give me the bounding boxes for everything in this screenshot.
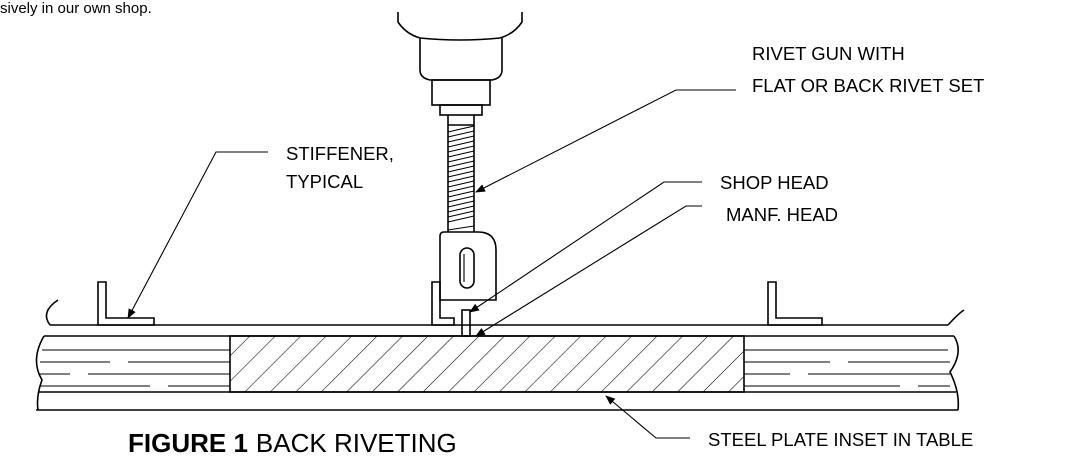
rivet-gun-collar: [439, 104, 483, 116]
break-line-right: [949, 335, 960, 411]
manf-head-leader: [475, 205, 702, 337]
table-assembly: [35, 299, 965, 411]
break-line-left: [35, 335, 45, 411]
stiffeners: [97, 281, 823, 326]
figure-name: BACK RIVETING: [256, 428, 457, 456]
break-line-left-top: [45, 299, 59, 326]
stiffener-right: [767, 281, 823, 326]
rivet-gun-neck: [447, 115, 475, 126]
rivet-set-slot: [459, 247, 475, 289]
stiffener-leader: [127, 151, 268, 319]
label-steel-plate: STEEL PLATE INSET IN TABLE: [708, 429, 973, 450]
shop-head-leader: [469, 181, 702, 313]
steel-plate-leader: [605, 395, 690, 439]
rivet-gun-spring: [447, 125, 475, 232]
intro-text: sively in our own shop.: [0, 0, 152, 17]
figure-number: FIGURE 1: [128, 428, 248, 456]
label-stiffener-2: TYPICAL: [286, 171, 363, 192]
stiffener-left: [97, 281, 155, 326]
label-shop-head: SHOP HEAD: [720, 172, 829, 193]
rivet-gun-leader: [475, 89, 736, 193]
rivet-gun-body: [419, 38, 503, 81]
leader-lines: [127, 89, 736, 439]
rivet: [461, 309, 471, 337]
label-rivet-gun-2: FLAT OR BACK RIVET SET: [752, 75, 984, 96]
table-wood-left: [40, 349, 230, 387]
rivet-shank: [461, 309, 471, 337]
rivet-set: [439, 231, 497, 301]
rivet-gun-nose: [431, 79, 491, 106]
label-rivet-gun-1: RIVET GUN WITH: [752, 43, 905, 64]
steel-plate: [229, 335, 745, 393]
label-stiffener-1: STIFFENER,: [286, 143, 394, 164]
rivet-gun-handle: [397, 12, 523, 41]
stiffener-center: [431, 281, 455, 326]
rivet-gun: [397, 12, 523, 301]
label-manf-head: MANF. HEAD: [726, 204, 838, 225]
break-line-right-top: [947, 309, 965, 326]
table-wood-right: [744, 349, 950, 387]
figure-caption: FIGURE 1 BACK RIVETING: [128, 428, 457, 456]
